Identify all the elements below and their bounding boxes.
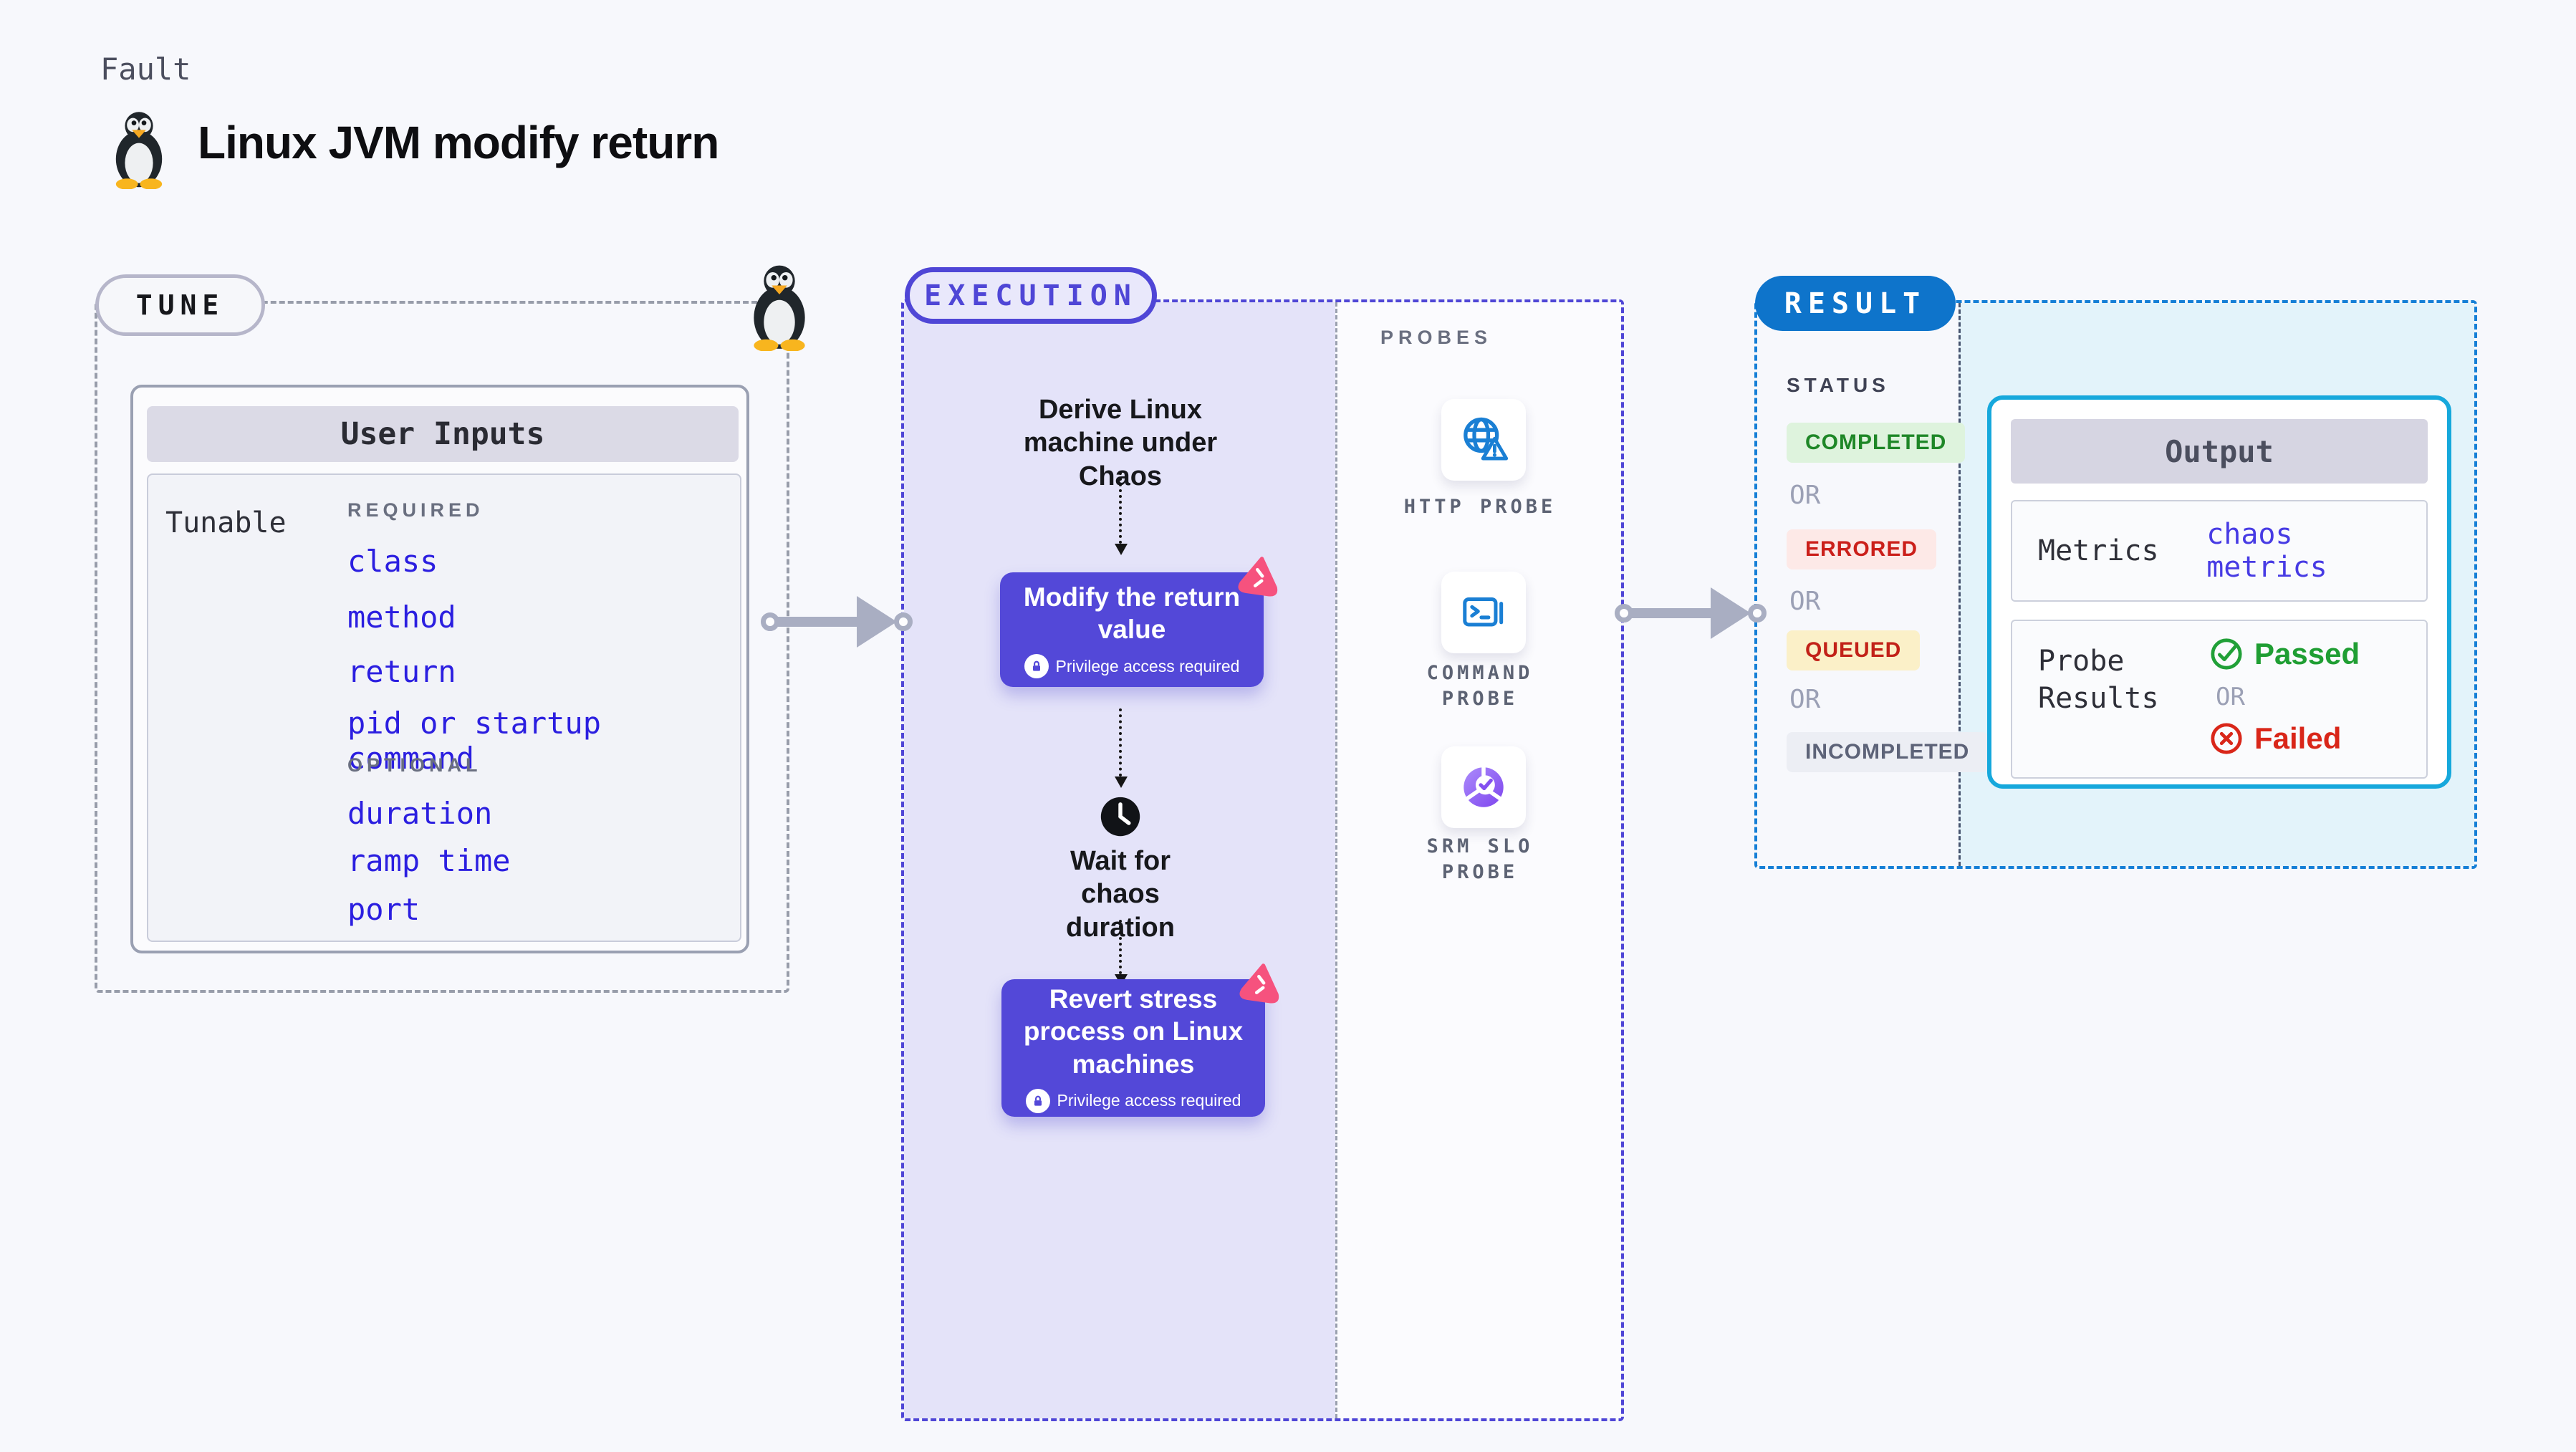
failed-text: Failed [2254,721,2342,755]
chaos-fault-icon [1239,963,1279,1004]
command-probe-card [1441,572,1526,653]
tune-pill: TUNE [95,274,265,336]
revert-stress-node: Revert stress process on Linux machines … [1001,963,1279,1117]
connector-dot [1748,604,1767,622]
result-section-box: STATUS COMPLETED OR ERRORED OR QUEUED OR… [1754,300,2477,869]
http-probe-card [1441,399,1526,481]
tux-penguin-icon [754,265,805,351]
status-badge-errored: ERRORED [1787,529,1937,569]
status-badge-completed: COMPLETED [1787,423,1966,463]
srm-slo-probe-card [1441,746,1526,828]
privilege-badge: Privilege access required [1024,654,1240,679]
tunable-item-pid: pid or startup command [347,706,602,776]
lock-icon [1024,654,1049,679]
probes-area [1335,302,1621,1418]
or-separator: OR [1789,587,1821,616]
passed-text: Passed [2254,637,2360,670]
status-label: STATUS [1787,374,1890,396]
connector-dot [761,612,779,631]
tunable-item-ramp-time: ramp time [347,843,511,878]
probe-results-label: Probe Results [2038,645,2159,715]
down-arrow-icon [1115,708,1128,788]
terminal-icon [1463,597,1504,627]
passed-line: Passed [2210,637,2360,671]
metrics-row: Metrics chaos metrics [2011,500,2428,602]
down-arrow-icon [1115,920,1128,986]
privilege-badge: Privilege access required [1025,1088,1241,1113]
srm-slo-probe-label: SRM SLO PROBE [1426,835,1534,884]
or-separator: OR [1789,481,1821,510]
result-pill: RESULT [1755,276,1956,331]
or-separator: OR [2216,683,2245,711]
tunable-item-method: method [347,600,456,635]
privilege-badge-text: Privilege access required [1055,656,1240,675]
arrow-right-icon [857,596,897,648]
failed-line: Failed [2210,721,2360,756]
metrics-label: Metrics [2038,534,2159,567]
connector-shaft [778,617,858,627]
or-separator: OR [1789,685,1821,714]
revert-stress-node-title: Revert stress process on Linux machines [1023,984,1244,1079]
user-inputs-body: Tunable REQUIRED class method return pid… [147,473,741,942]
connector-dot [894,612,913,631]
probe-results-row: Probe Results Passed OR [2011,620,2428,779]
execution-pill: EXECUTION [905,267,1157,324]
tunable-item-duration: duration [347,796,493,831]
probe-results-values: Passed OR Failed [2210,637,2360,777]
slo-pie-icon [1464,765,1504,807]
probes-label: PROBES [1380,327,1493,348]
modify-return-node: Modify the return value Privilege access… [1000,557,1278,687]
tunable-item-port: port [347,892,420,927]
lock-icon [1025,1088,1050,1113]
status-badge-queued: QUEUED [1787,630,1921,670]
output-card: Output Metrics chaos metrics Probe Resul… [1987,395,2451,789]
output-header: Output [2011,419,2428,484]
connector-shaft [1632,608,1712,618]
execution-section-box: Derive Linux machine under Chaos Modify … [901,299,1624,1421]
privilege-badge-text: Privilege access required [1057,1091,1241,1110]
tunable-item-class: class [347,544,438,579]
clock-icon [1100,796,1141,837]
globe-alert-icon [1464,417,1509,461]
page-title: Linux JVM modify return [198,117,719,168]
modify-return-node-title: Modify the return value [1023,582,1241,644]
status-badge-incompleted: INCOMPLETED [1787,732,1989,772]
tune-section-box [95,301,789,993]
down-arrow-icon [1115,472,1128,555]
metrics-value: chaos metrics [2206,518,2327,584]
chaos-fault-icon [1238,557,1278,597]
x-circle-icon [2211,723,2242,754]
wait-step-text: Wait for chaos duration [1066,846,1175,943]
http-probe-label: HTTP PROBE [1403,496,1557,518]
user-inputs-card: User Inputs Tunable REQUIRED class metho… [130,385,749,953]
user-inputs-header: User Inputs [147,406,739,462]
tune-to-execution-connector [761,596,913,648]
execution-to-result-connector [1615,587,1767,639]
check-circle-icon [2211,638,2242,670]
fault-eyebrow: Fault [100,52,191,87]
arrow-right-icon [1711,587,1751,639]
required-section-label: REQUIRED [347,499,484,521]
tux-penguin-icon [115,112,163,189]
tunable-item-return: return [347,654,456,689]
connector-dot [1615,604,1633,622]
optional-section-label: OPTIONAL [347,754,482,776]
command-probe-label: COMMAND PROBE [1426,662,1534,711]
tunable-label: Tunable [165,506,287,539]
